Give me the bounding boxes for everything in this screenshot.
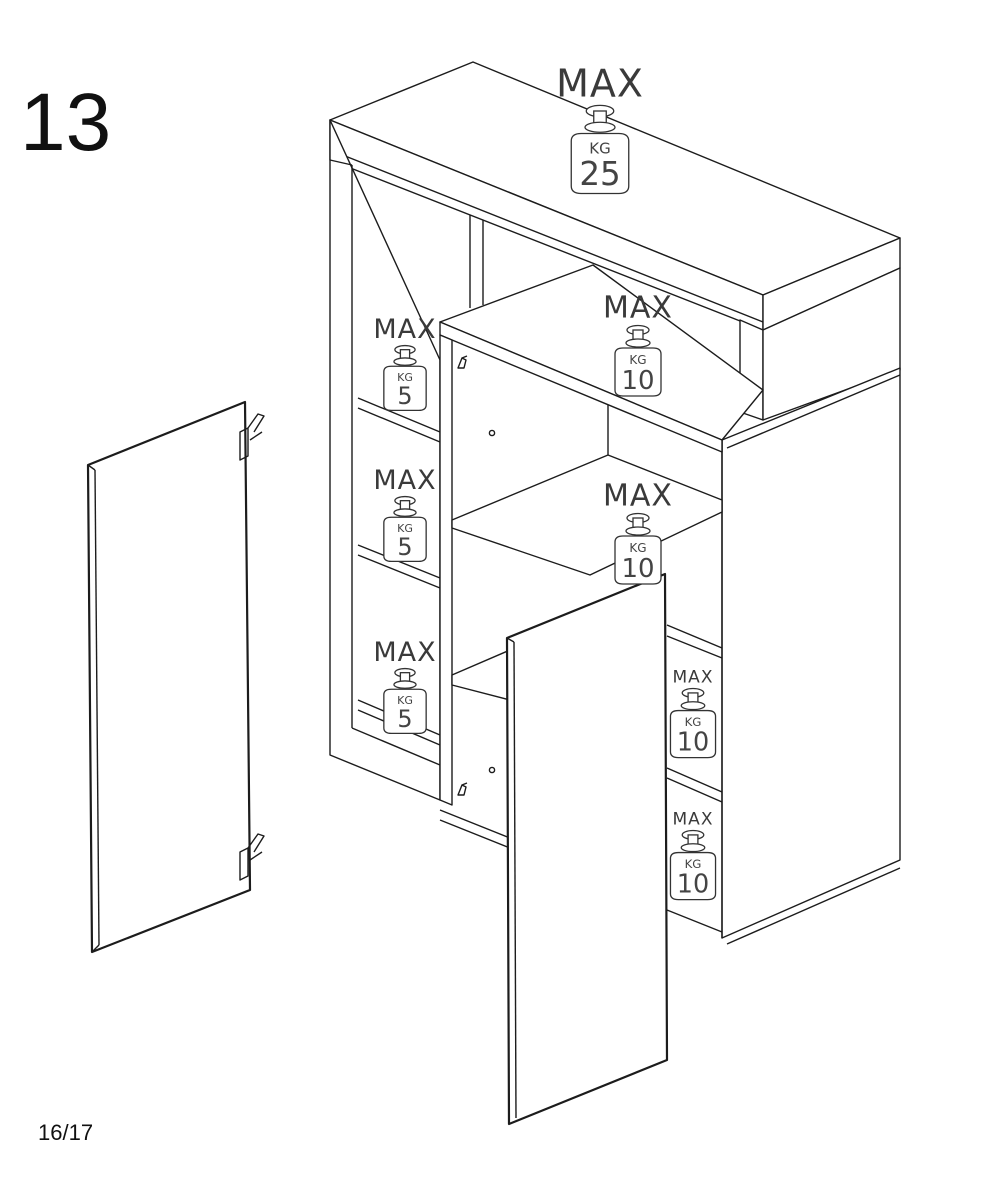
unit-label: KG: [397, 371, 413, 384]
max-label: MAX: [373, 637, 436, 668]
kettlebell-weight-icon: [614, 324, 662, 397]
load-limit-left-lower-shelf: MAX KG5: [373, 637, 436, 735]
unit-label: KG: [397, 694, 413, 707]
kettlebell-weight-icon: [614, 512, 662, 585]
load-value: 10: [677, 870, 709, 900]
page-number: 16/17: [38, 1120, 94, 1145]
max-label: MAX: [373, 314, 436, 345]
step-number: 13: [20, 77, 112, 168]
hinge-icon: [239, 833, 265, 881]
load-value: 5: [397, 705, 412, 733]
unit-label: KG: [629, 541, 646, 555]
max-label: MAX: [603, 291, 673, 326]
load-value: 5: [397, 533, 412, 561]
kettlebell-weight-icon: [383, 344, 427, 412]
load-value: 10: [621, 366, 654, 396]
center-door: [505, 572, 669, 1126]
left-door: [86, 400, 265, 954]
max-label: MAX: [556, 61, 644, 105]
kettlebell-weight-icon: [669, 687, 717, 759]
unit-label: KG: [685, 857, 702, 871]
load-limit-left-upper-shelf: MAX KG5: [373, 314, 436, 412]
max-label: MAX: [603, 479, 673, 514]
hinge-icon: [457, 355, 468, 369]
kettlebell-weight-icon: [570, 104, 630, 195]
max-label: MAX: [673, 667, 714, 687]
kettlebell-weight-icon: [383, 667, 427, 735]
load-limit-left-middle-shelf: MAX KG5: [373, 465, 436, 563]
hinge-icon: [239, 413, 265, 461]
load-value: 5: [397, 382, 412, 410]
max-label: MAX: [673, 809, 714, 829]
hinge-icon: [457, 782, 468, 796]
kettlebell-weight-icon: [383, 495, 427, 563]
unit-label: KG: [589, 140, 610, 158]
max-label: MAX: [373, 465, 436, 496]
unit-label: KG: [629, 353, 646, 367]
unit-label: KG: [685, 715, 702, 729]
unit-label: KG: [397, 522, 413, 535]
kettlebell-weight-icon: [669, 829, 717, 901]
load-value: 25: [579, 155, 620, 193]
load-value: 10: [677, 728, 709, 758]
load-value: 10: [621, 554, 654, 584]
